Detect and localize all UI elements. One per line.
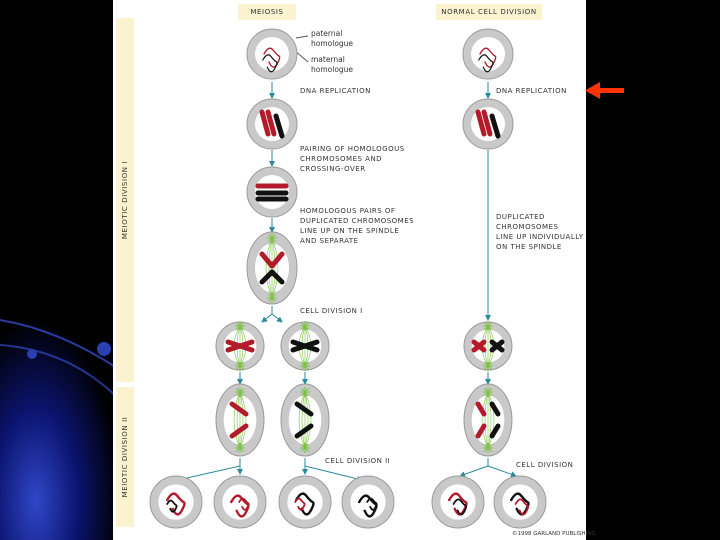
normal-cell-start: [462, 28, 514, 80]
gamete-3: [278, 475, 332, 529]
normal-cell-division-label: CELL DIVISION: [516, 461, 574, 469]
daughter-cell-2: [493, 475, 547, 529]
paternal-legend: paternal homologue: [311, 29, 354, 48]
maternal-legend: maternal homologue: [311, 55, 354, 74]
normal-dna-replication-label: DNA REPLICATION: [496, 87, 567, 95]
gamete-2: [213, 475, 267, 529]
pointer-arrow: [585, 82, 624, 99]
gamete-1: [149, 475, 203, 529]
normal-cell-anaphase: [463, 383, 513, 457]
duplicated-line-up-label: DUPLICATED CHROMOSOMES LINE UP INDIVIDUA…: [496, 213, 584, 251]
homologous-line-up-label: HOMOLOGOUS PAIRS OF DUPLICATED CHROMOSOM…: [300, 207, 415, 245]
meiotic-division-two-panel: MEIOTIC DIVISION II: [116, 387, 134, 527]
meiotic-division-one-panel: MEIOTIC DIVISION I: [116, 18, 134, 382]
meiosis-cell-pairing: [246, 166, 298, 218]
meiosis-header: MEIOSIS: [238, 4, 296, 20]
normal-cell-spindle: [463, 321, 513, 371]
meiosis-cell-spindle: [246, 231, 298, 305]
normal-division-header: NORMAL CELL DIVISION: [436, 4, 542, 20]
meiosis-cell-replicated: [246, 98, 298, 150]
meiosis-cell-start: [246, 28, 298, 80]
meiosis-cell-division2-right: [280, 383, 330, 457]
normal-cell-replicated: [462, 98, 514, 150]
meiosis-cell-division1-left: [215, 321, 265, 371]
gamete-4: [341, 475, 395, 529]
pairing-label: PAIRING OF HOMOLOGOUS CHROMOSOMES AND CR…: [300, 145, 405, 173]
copyright-notice: ©1998 GARLAND PUBLISHING: [512, 531, 596, 537]
meiosis-dna-replication-label: DNA REPLICATION: [300, 87, 371, 95]
meiosis-cell-division1-right: [280, 321, 330, 371]
daughter-cell-1: [431, 475, 485, 529]
cell-division-two-label: CELL DIVISION II: [325, 457, 391, 465]
meiosis-cell-division2-left: [215, 383, 265, 457]
cell-division-one-label: CELL DIVISION I: [300, 307, 363, 315]
diagram-figure: [113, 0, 586, 540]
